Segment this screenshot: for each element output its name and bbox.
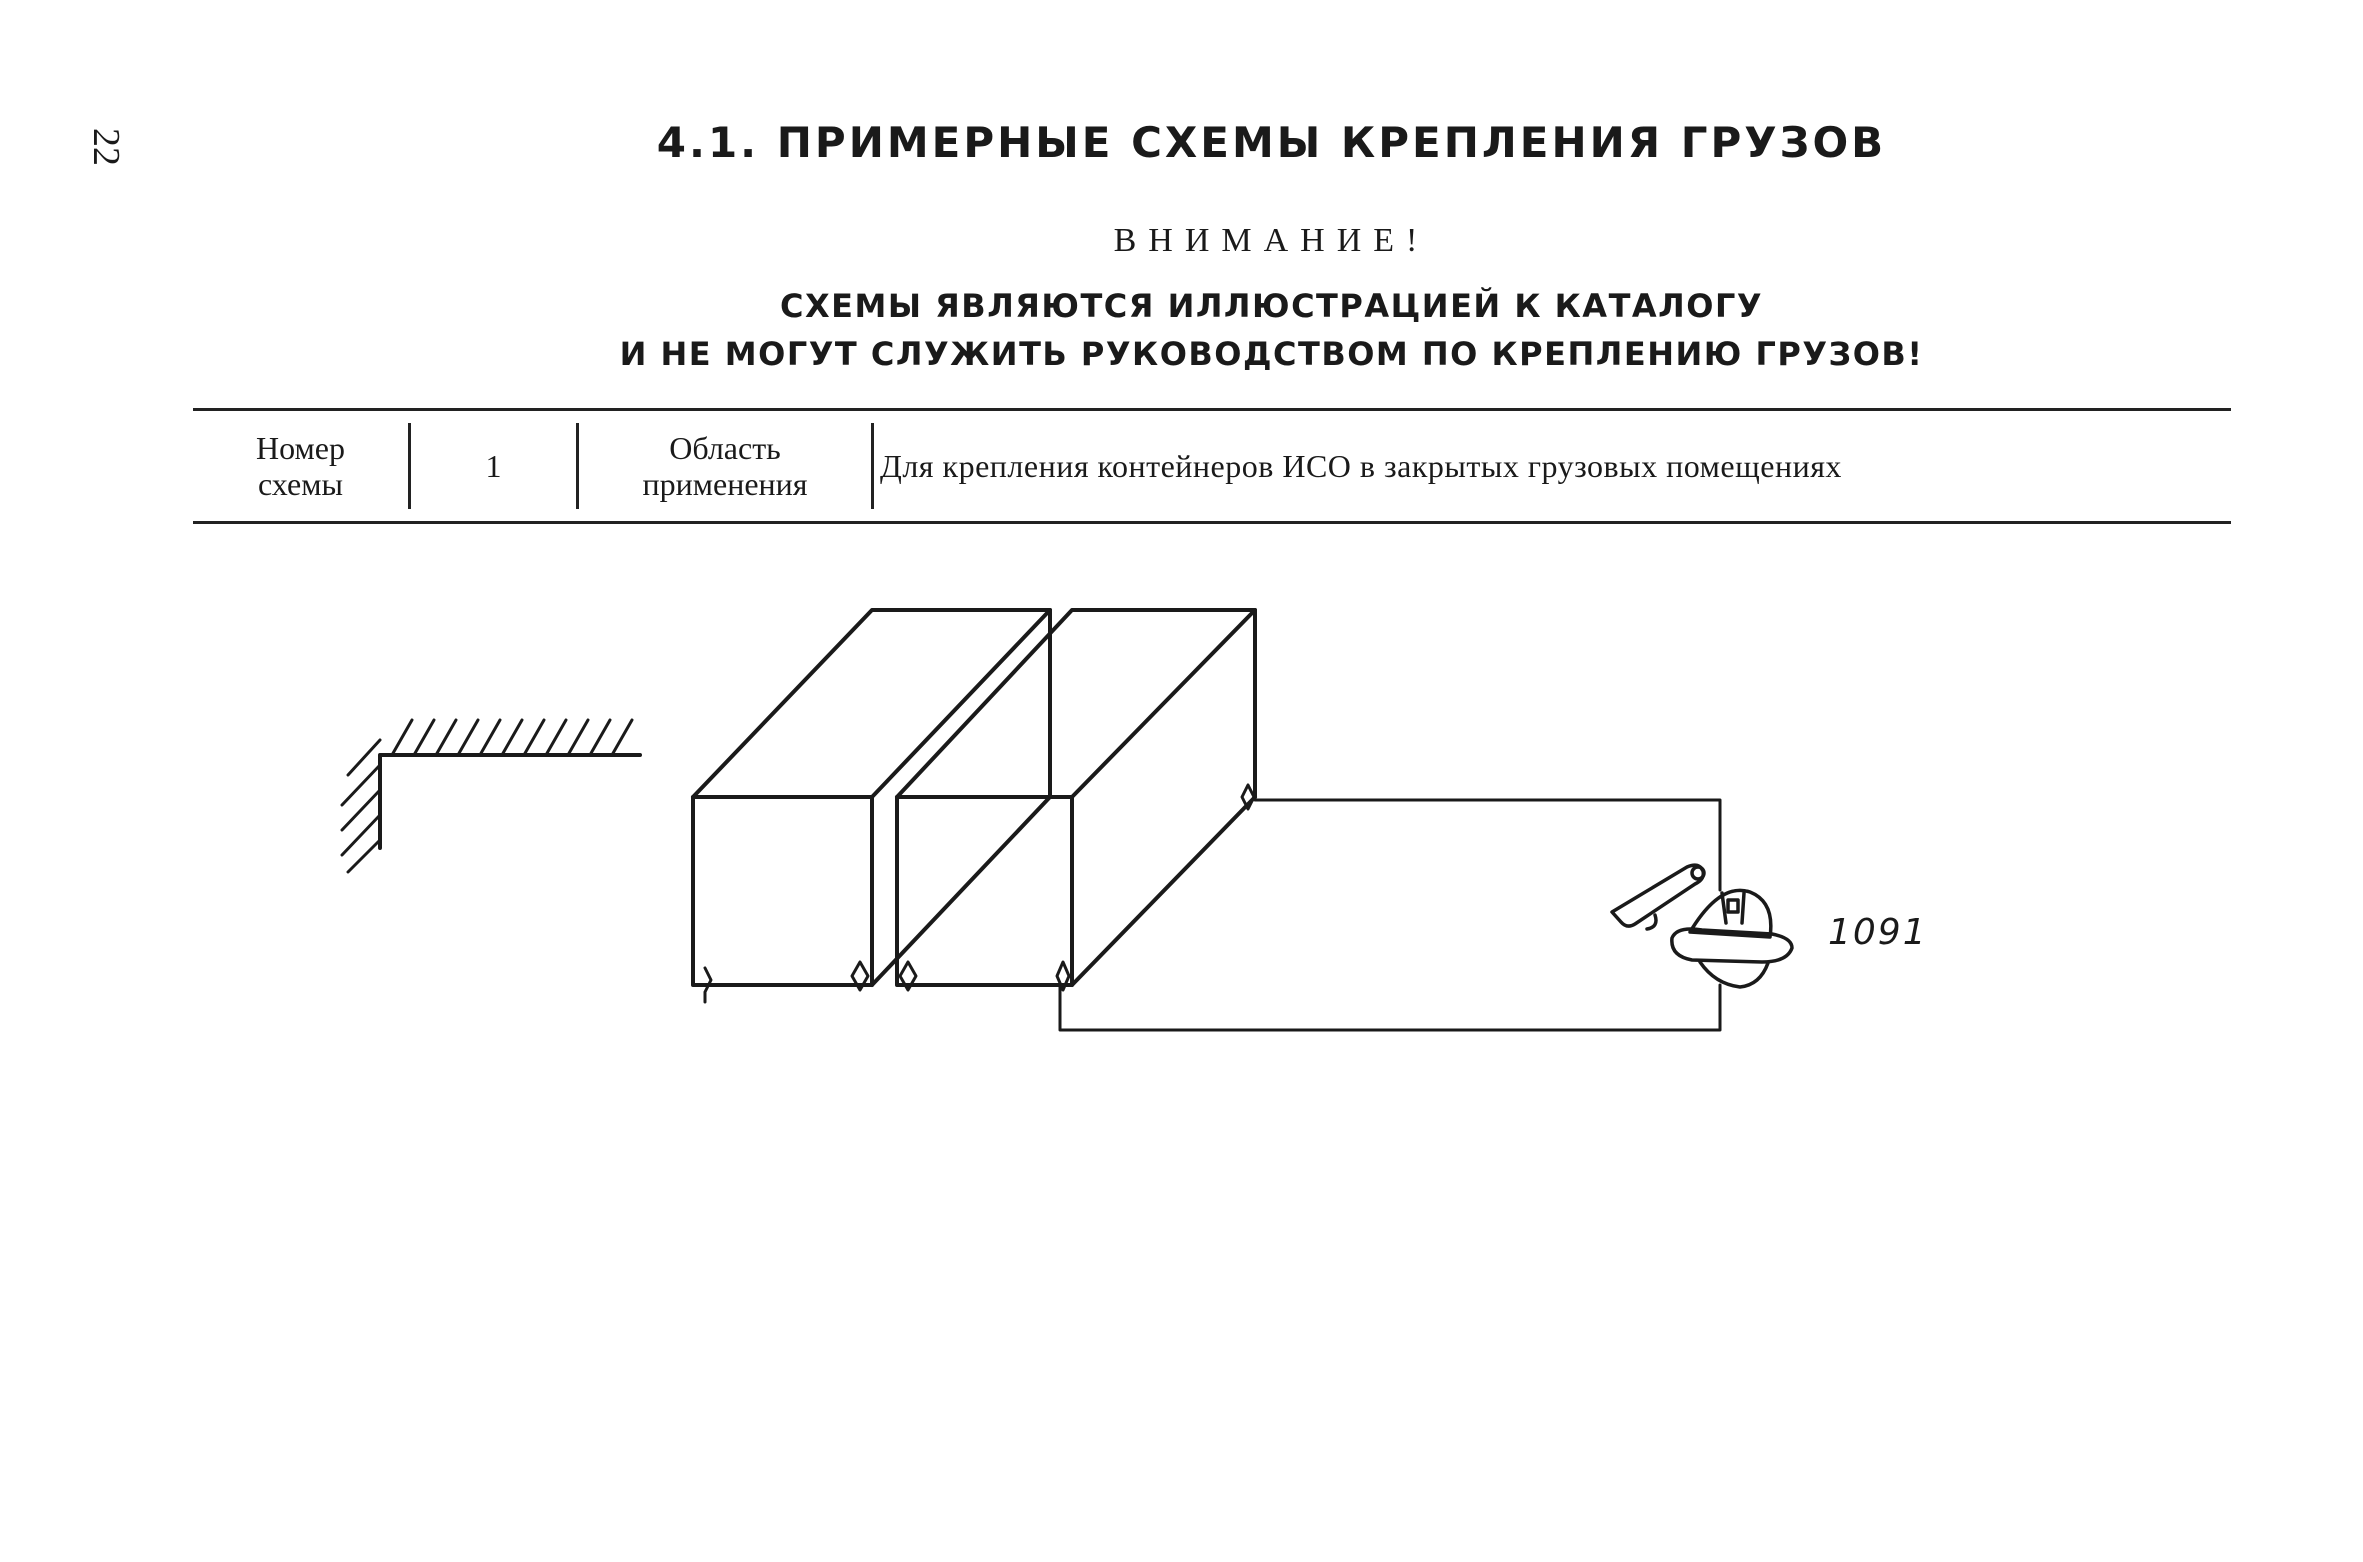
leader-lines (1058, 798, 1722, 1032)
area-label-cell: Область применения (579, 411, 871, 521)
container-2 (895, 608, 1257, 987)
wall-corner (340, 718, 642, 874)
attention-heading: ВНИМАНИЕ! (1113, 222, 1430, 259)
scheme-number-value: 1 (485, 448, 502, 484)
area-value-cell: Для крепления контейнеров ИСО в закрытых… (874, 411, 2231, 521)
scheme-number-label-line-1: Номер (256, 430, 345, 466)
table-divider (871, 423, 874, 509)
scheme-number-label-cell: Номер схемы (193, 411, 408, 521)
warning-notice: СХЕМЫ ЯВЛЯЮТСЯ ИЛЛЮСТРАЦИЕЙ К КАТАЛОГУ И… (0, 282, 2363, 378)
area-label-line-2: применения (642, 466, 808, 502)
warning-line-1: СХЕМЫ ЯВЛЯЮТСЯ ИЛЛЮСТРАЦИЕЙ К КАТАЛОГУ (780, 287, 1763, 325)
table-divider (408, 423, 411, 509)
scheme-number-value-cell: 1 (411, 411, 576, 521)
container-1 (691, 608, 1052, 987)
part-number-label: 1091 (1828, 912, 1928, 953)
area-label-line-1: Область (669, 430, 781, 466)
twistlock-part-illustration (1610, 863, 1794, 989)
table-divider (576, 423, 579, 509)
twistlock-marker (703, 783, 1256, 1004)
page-title: 4.1. ПРИМЕРНЫЕ СХЕМЫ КРЕПЛЕНИЯ ГРУЗОВ (656, 118, 1887, 167)
scheme-number-label-line-2: схемы (258, 466, 343, 502)
warning-line-2: И НЕ МОГУТ СЛУЖИТЬ РУКОВОДСТВОМ ПО КРЕПЛ… (619, 335, 1924, 373)
area-value: Для крепления контейнеров ИСО в закрытых… (880, 448, 1842, 484)
scheme-info-table: Номер схемы 1 Область применения Для кре… (193, 408, 2231, 524)
